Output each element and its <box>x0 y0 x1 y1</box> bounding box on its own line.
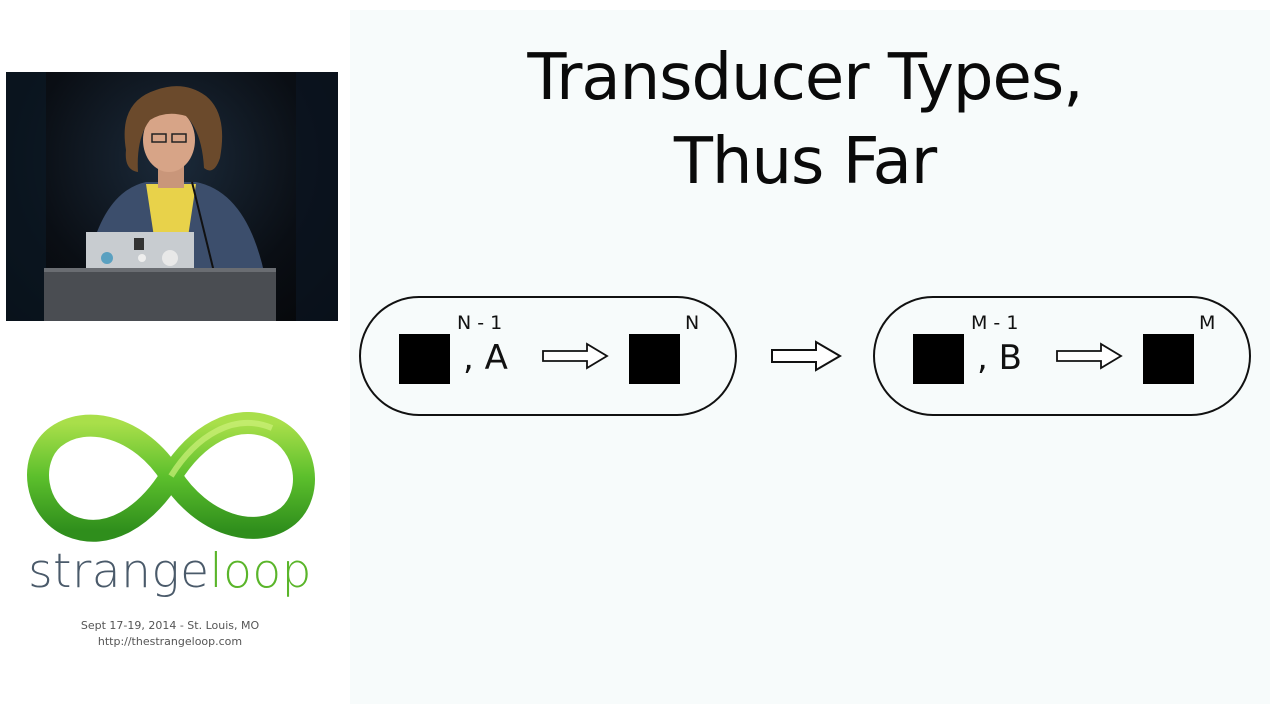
conference-url: http://thestrangeloop.com <box>97 635 243 648</box>
step-symbol: , B <box>977 338 1022 378</box>
strangeloop-logo: strangeloop Sept 17-19, 2014 - St. Louis… <box>20 412 320 652</box>
conference-dates: Sept 17-19, 2014 - St. Louis, MO <box>80 619 260 632</box>
speaker-figure <box>6 72 338 321</box>
slide-title-line-2: Thus Far <box>673 125 937 199</box>
transducer-right: M - 1 , B M <box>873 296 1251 416</box>
output-square <box>629 334 680 384</box>
speaker-video <box>6 72 338 321</box>
arrow-right-icon <box>771 340 842 372</box>
infinity-loop-icon <box>27 412 315 542</box>
transducer-left: N - 1 , A N <box>359 296 737 416</box>
step-symbol: , A <box>463 338 508 378</box>
presentation-slide: Transducer Types, Thus Far N - 1 , A N M… <box>350 10 1270 704</box>
output-exponent: N <box>685 312 700 334</box>
arrow-right-icon <box>1056 342 1123 370</box>
input-square <box>399 334 450 384</box>
output-exponent: M <box>1199 312 1216 334</box>
slide-title: Transducer Types, Thus Far <box>350 36 1260 204</box>
input-exponent: M - 1 <box>971 312 1019 334</box>
input-exponent: N - 1 <box>457 312 503 334</box>
output-square <box>1143 334 1194 384</box>
conference-wordmark: strangeloop <box>28 544 312 599</box>
input-square <box>913 334 964 384</box>
arrow-right-icon <box>542 342 609 370</box>
slide-title-line-1: Transducer Types, <box>527 41 1083 115</box>
